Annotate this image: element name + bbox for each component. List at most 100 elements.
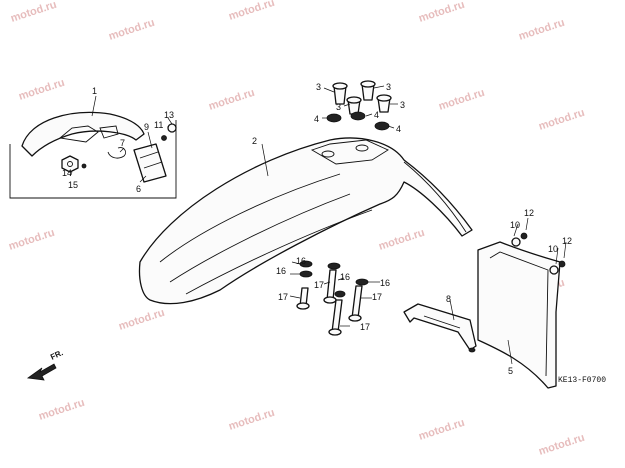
front-fender-assembly [138, 137, 473, 305]
mud-guard-edge [489, 251, 549, 377]
collar-top [346, 96, 362, 104]
stay-slot [423, 315, 461, 329]
part-number-8: 8 [446, 294, 451, 304]
part-number-14: 14 [62, 168, 72, 178]
part-number-16: 16 [276, 266, 286, 276]
watermark: motod.ru [517, 17, 566, 43]
part-number-10: 10 [510, 220, 520, 230]
leader-line [525, 217, 529, 231]
collar-top [376, 94, 392, 102]
watermark: motod.ru [17, 77, 66, 103]
part-number-4: 4 [396, 124, 401, 134]
part-number-12: 12 [562, 236, 572, 246]
part-number-labels: 1 2 3 3 3 3 4 4 4 5 6 7 8 9 10 10 11 12 … [62, 82, 572, 376]
mount-hole [355, 144, 369, 152]
hose-clip-part [107, 147, 127, 159]
bolt-head-part [167, 123, 177, 133]
mud-guard-assembly [403, 217, 567, 389]
washer-part [374, 121, 390, 131]
inset-detail [9, 95, 177, 199]
leader-line [513, 223, 519, 237]
fender-rib [169, 193, 351, 283]
stay-hole [468, 347, 476, 353]
leader-line [449, 299, 455, 321]
watermark: motod.ru [107, 17, 156, 43]
bolt-part [326, 269, 337, 301]
leader-line [323, 281, 331, 285]
part-number-11: 11 [154, 120, 163, 130]
part-number-17: 17 [372, 292, 382, 302]
part-number-3: 3 [336, 102, 341, 112]
part-number-16: 16 [296, 256, 306, 266]
mud-guard-part [477, 241, 561, 389]
bolt-head [296, 302, 310, 310]
washer-part [350, 111, 366, 121]
part-number-3: 3 [316, 82, 321, 92]
fender-rib [159, 173, 341, 263]
leader-line [289, 295, 301, 299]
watermark: motod.ru [437, 87, 486, 113]
part-number-1: 1 [92, 86, 97, 96]
bolt-part [331, 299, 343, 333]
washer-part [327, 262, 341, 270]
watermark: motod.ru [537, 432, 586, 458]
collar-top [332, 82, 348, 90]
stay-part [403, 303, 477, 351]
bolt-head [323, 296, 337, 304]
washer-part [81, 163, 87, 169]
part-number-6: 6 [136, 184, 141, 194]
bolt-part [511, 237, 521, 247]
part-number-7: 7 [120, 138, 125, 148]
collar-top [360, 80, 376, 88]
washer-part [334, 290, 346, 298]
watermark: motod.ru [377, 227, 426, 253]
watermark: motod.ru [417, 0, 466, 25]
inset-frame [9, 120, 177, 199]
fender-mount-plate [310, 139, 389, 165]
leader-line [343, 103, 351, 107]
watermark: motod.ru [227, 0, 276, 23]
lower-bolts [289, 260, 380, 336]
leader-line [555, 247, 559, 265]
leader-line [291, 261, 301, 265]
washer-part [326, 113, 342, 123]
watermark: motod.ru [417, 417, 466, 443]
leader-line [119, 147, 125, 153]
washer-part [299, 270, 313, 278]
small-fender-bracket [99, 125, 119, 139]
small-fender-bracket [58, 125, 99, 143]
leader-line [337, 277, 345, 281]
bolt-head [328, 328, 342, 336]
part-number-10: 10 [548, 244, 558, 254]
part-number-16: 16 [380, 278, 390, 288]
bolt-head [348, 314, 362, 322]
clamp-plate-part [133, 143, 167, 183]
part-number-4: 4 [374, 110, 379, 120]
part-number-4: 4 [314, 114, 319, 124]
leader-line [261, 143, 269, 177]
part-number-13: 13 [164, 110, 174, 120]
part-number-12: 12 [524, 208, 534, 218]
part-number-16: 16 [340, 272, 350, 282]
fr-arrow-icon [26, 363, 57, 381]
small-fender-part [21, 111, 145, 157]
part-number-15: 15 [68, 180, 78, 190]
mount-hole [321, 150, 335, 158]
mount-hardware [261, 80, 398, 177]
watermark: motod.ru [7, 227, 56, 253]
bolt-part [549, 265, 559, 275]
leader-line [147, 131, 153, 149]
diagram-code: KE13-F0700 [558, 376, 606, 385]
bolt-part [351, 285, 363, 319]
fender-edge [403, 161, 467, 233]
washer-part [355, 278, 369, 286]
leader-line [365, 113, 373, 117]
leader-line [507, 339, 513, 365]
watermark: motod.ru [227, 407, 276, 433]
washer-part [558, 260, 566, 268]
leader-line [167, 117, 173, 125]
part-number-17: 17 [360, 322, 370, 332]
watermark: motod.ru [117, 307, 166, 333]
